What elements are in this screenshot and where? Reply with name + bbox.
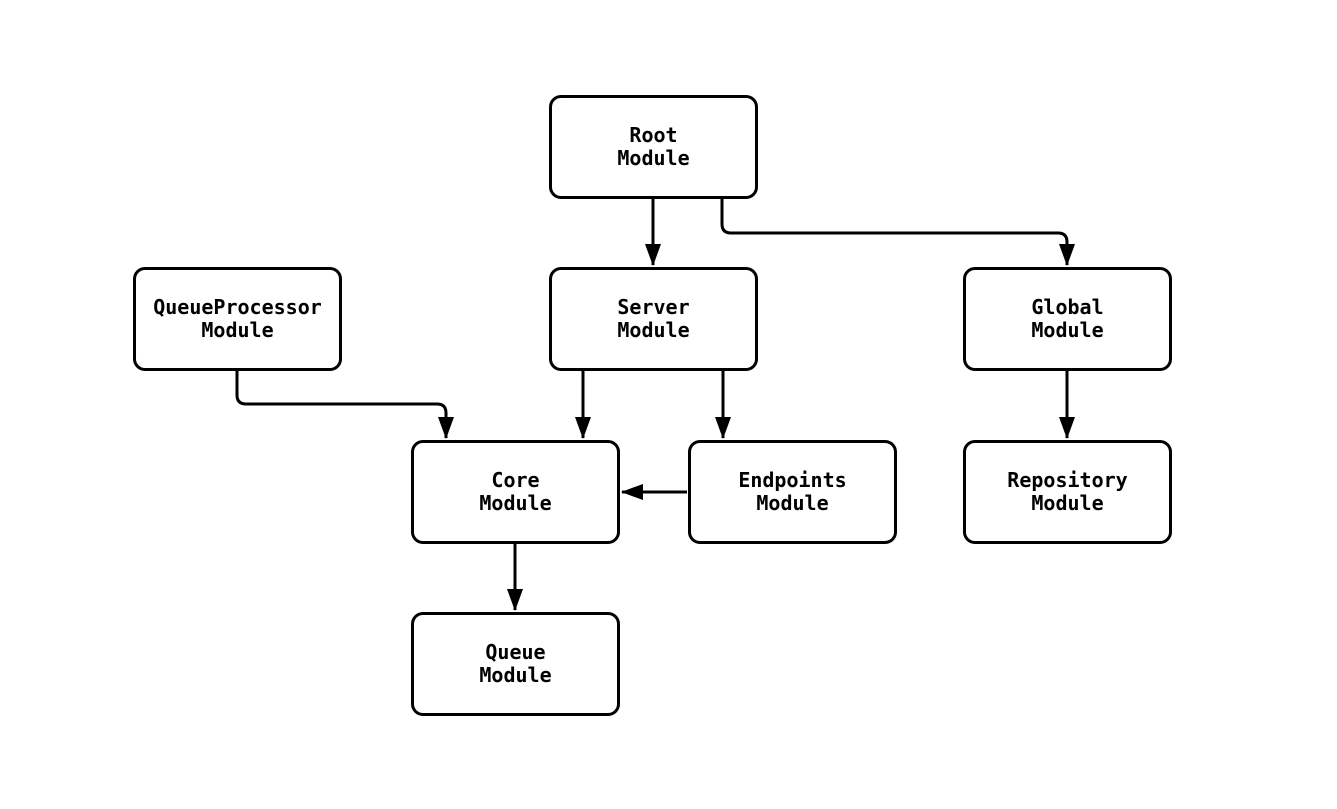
node-label-line1: Endpoints	[738, 468, 847, 492]
node-label-line1: QueueProcessor	[153, 295, 322, 319]
node-label-line1: Repository	[1007, 468, 1128, 492]
node-label: Global Module	[1031, 296, 1103, 342]
node-label-line2: Module	[756, 491, 829, 515]
node-queueprocessor-module: QueueProcessor Module	[133, 267, 342, 371]
node-label-line1: Global	[1031, 295, 1104, 319]
node-label: Queue Module	[479, 641, 551, 687]
node-label-line2: Module	[1031, 491, 1104, 515]
node-label-line1: Root	[629, 123, 678, 147]
node-server-module: Server Module	[549, 267, 758, 371]
node-label: Server Module	[617, 296, 689, 342]
node-label: Repository Module	[1007, 469, 1127, 515]
node-label: QueueProcessor Module	[153, 296, 322, 342]
node-label-line2: Module	[617, 318, 690, 342]
node-label-line2: Module	[1031, 318, 1104, 342]
node-queue-module: Queue Module	[411, 612, 620, 716]
edge-queueprocessor-to-core	[235, 371, 454, 439]
node-label-line1: Core	[491, 468, 540, 492]
node-global-module: Global Module	[963, 267, 1172, 371]
node-repository-module: Repository Module	[963, 440, 1172, 544]
node-endpoints-module: Endpoints Module	[688, 440, 897, 544]
node-label-line2: Module	[201, 318, 274, 342]
node-label: Core Module	[479, 469, 551, 515]
node-label-line1: Server	[617, 295, 690, 319]
node-label-line2: Module	[617, 146, 690, 170]
node-label-line2: Module	[479, 663, 552, 687]
edge-root-to-global	[720, 199, 1075, 266]
node-label-line2: Module	[479, 491, 552, 515]
node-label: Root Module	[617, 124, 689, 170]
node-label-line1: Queue	[485, 640, 546, 664]
node-core-module: Core Module	[411, 440, 620, 544]
node-root-module: Root Module	[549, 95, 758, 199]
node-label: Endpoints Module	[738, 469, 846, 515]
